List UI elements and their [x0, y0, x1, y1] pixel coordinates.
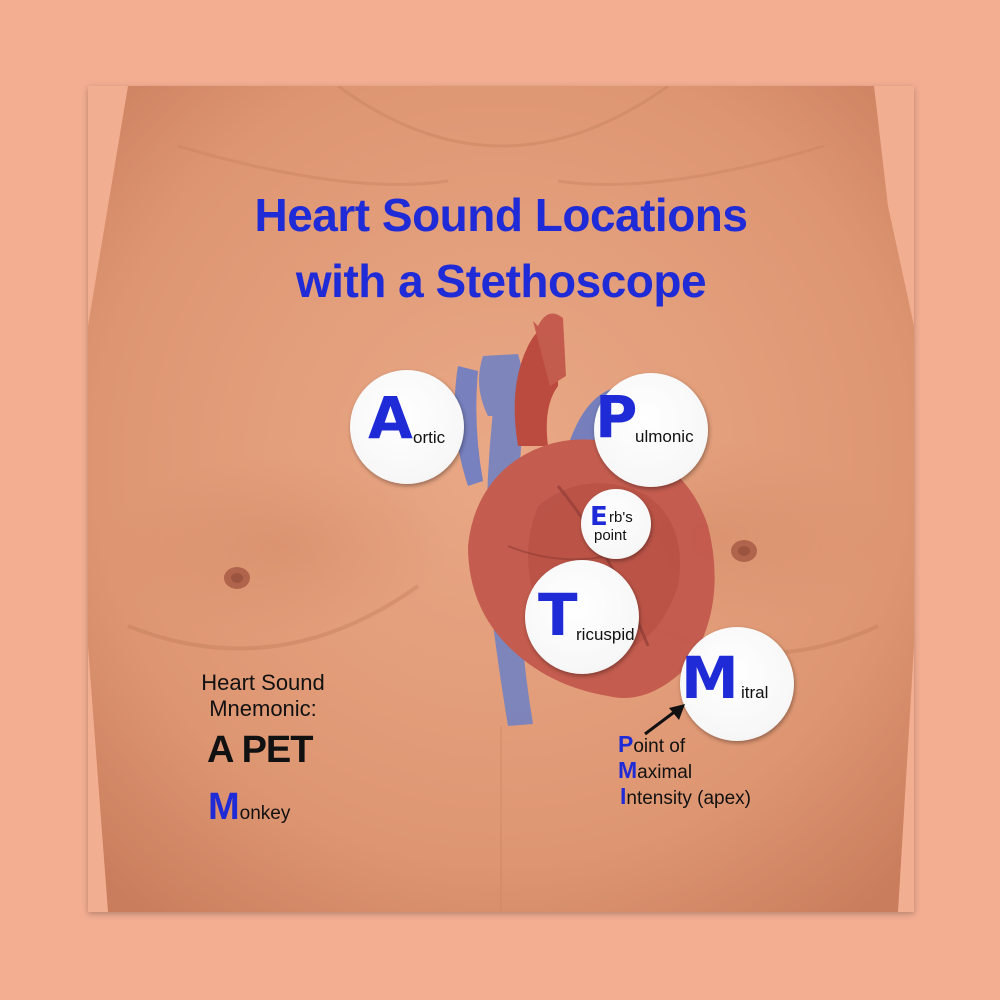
pmi-line-1: Point of	[618, 731, 685, 758]
tricuspid-label: ricuspid	[576, 625, 635, 644]
pulmonic-label: ulmonic	[635, 427, 694, 446]
mnemonic-label-line1: Heart Sound	[201, 670, 325, 695]
diagram-title-line-2: with a Stethoscope	[295, 255, 707, 307]
arrow-icon	[644, 704, 685, 736]
pmi-line-2: Maximal	[618, 757, 692, 784]
mitral-initial: M	[681, 644, 739, 712]
mitral-marker	[680, 627, 794, 741]
tricuspid-initial: T	[538, 581, 578, 649]
erbs-initial: E	[590, 502, 608, 532]
mnemonic-monkey: Monkey	[208, 786, 290, 829]
pmi-p-text: oint of	[633, 736, 686, 757]
aortic-initial: A	[368, 384, 413, 452]
pmi-m-text: aximal	[637, 762, 693, 783]
pmi-i-text: ntensity (apex)	[626, 788, 752, 809]
mnemonic-label: Heart Sound Mnemonic:	[160, 670, 366, 722]
pmi-p-initial: P	[618, 731, 634, 757]
mnemonic-phrase: A PET	[207, 729, 313, 771]
mitral-label: itral	[741, 683, 769, 702]
poster: Heart Sound Locations with a Stethoscope…	[88, 86, 914, 912]
mnemonic-monkey-initial: M	[208, 786, 240, 828]
pmi-line-3: Intensity (apex)	[620, 783, 751, 810]
erbs-label: rb's	[609, 509, 633, 526]
tricuspid-marker	[525, 560, 639, 674]
aortic-label: ortic	[413, 428, 446, 447]
pulmonic-initial: P	[595, 383, 638, 451]
mnemonic-label-line2: Mnemonic:	[209, 696, 317, 721]
erbs-point-marker	[581, 489, 651, 559]
pmi-m-initial: M	[618, 757, 638, 783]
erbs-label-line2: point	[594, 527, 627, 544]
pmi-i-initial: I	[620, 783, 627, 809]
pulmonic-marker	[594, 373, 708, 487]
diagram-title-line-1: Heart Sound Locations	[254, 189, 748, 241]
aortic-marker	[350, 370, 464, 484]
mnemonic-monkey-text: onkey	[239, 803, 291, 824]
